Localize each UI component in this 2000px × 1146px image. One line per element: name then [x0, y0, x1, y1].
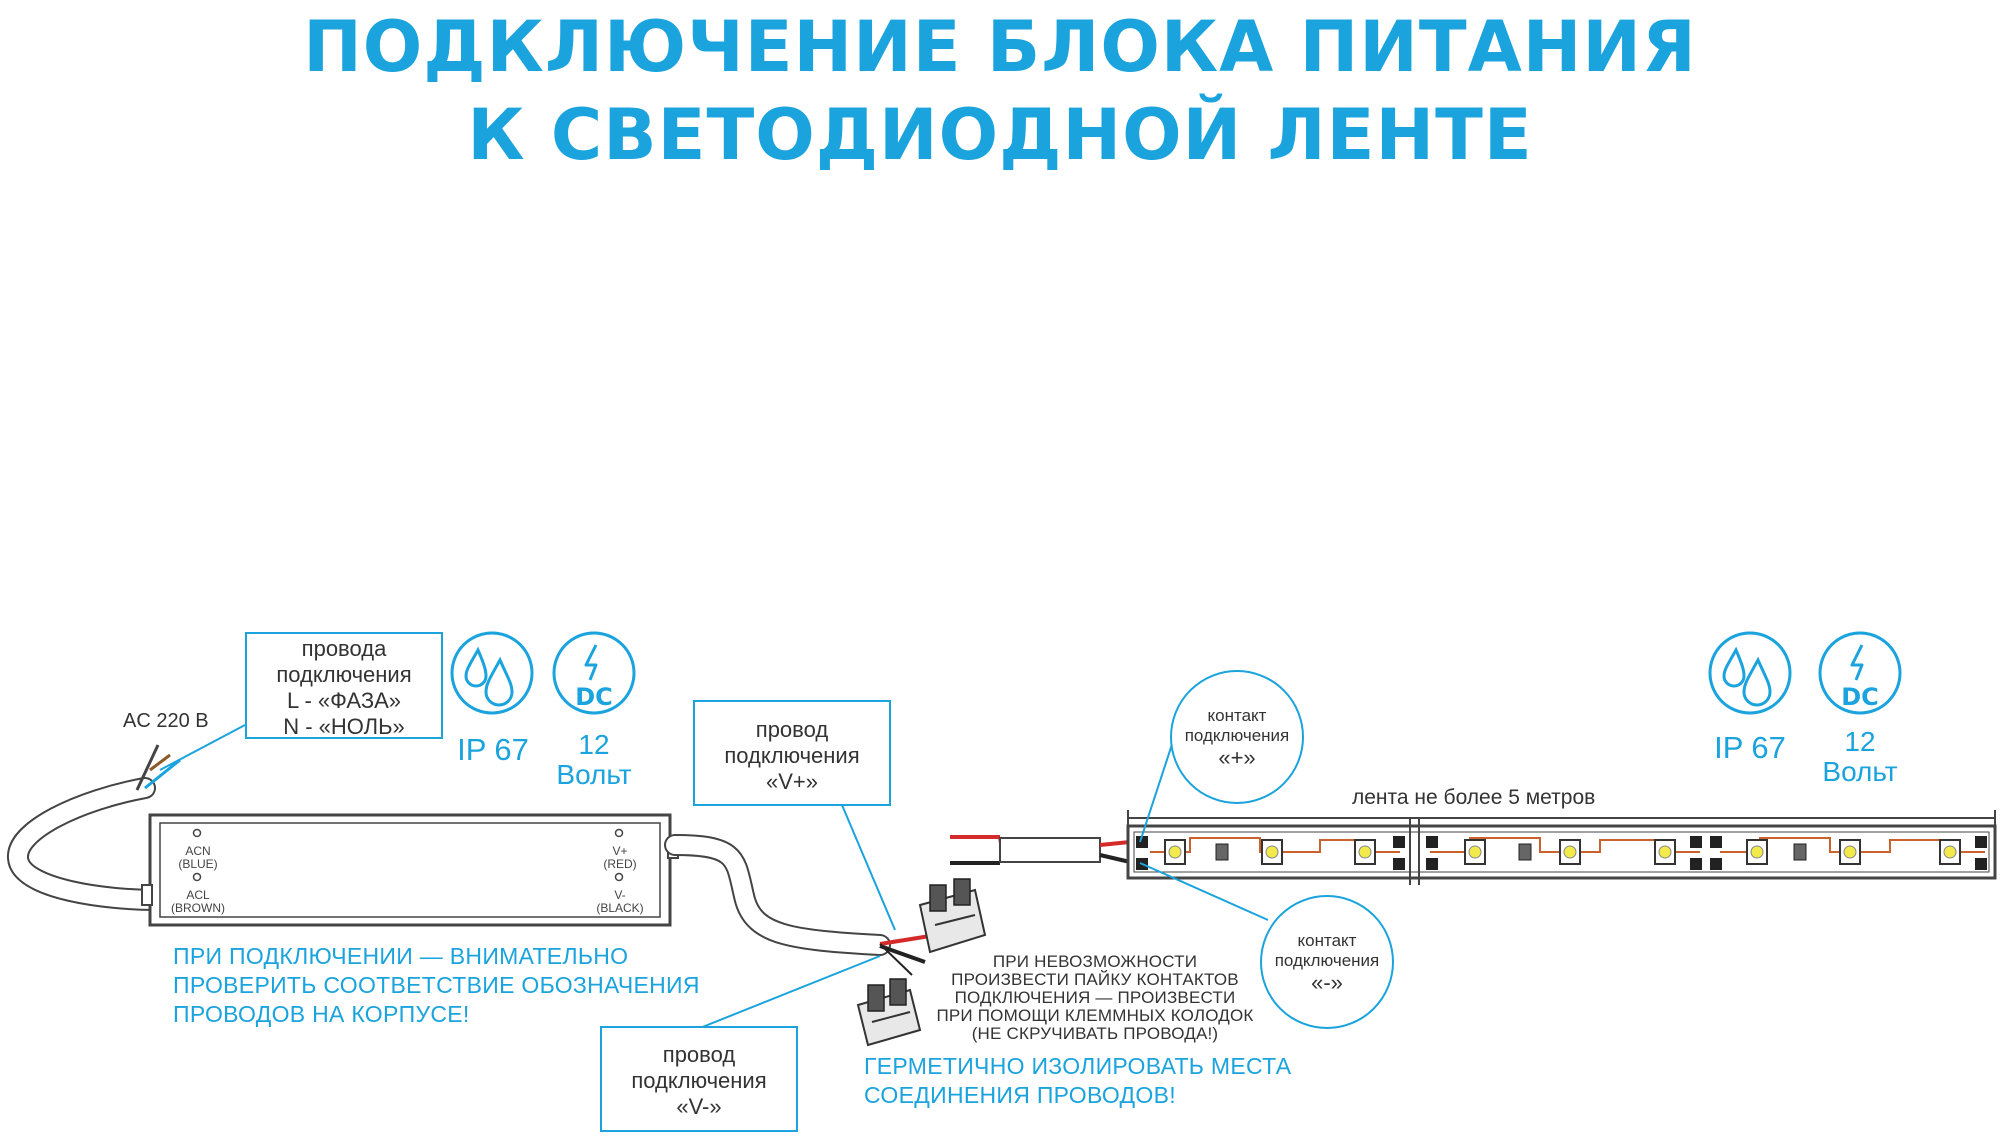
input-cable [7, 744, 181, 911]
svg-text:DC: DC [1841, 683, 1879, 711]
warning-line2: ПРОВЕРИТЬ СООТВЕТСТВИЕ ОБОЗНАЧЕНИЯ [173, 972, 700, 998]
smd-led-emitter [1168, 845, 1182, 859]
pin-vplus-label: V+ (RED) [592, 845, 648, 871]
strip-voltage-value: 12 [1844, 726, 1876, 757]
pin-acl: ACL [186, 888, 210, 902]
water-drops-icon [450, 631, 534, 715]
plus-contact-line3: «+» [1218, 745, 1256, 770]
vplus-callout: провод подключения «V+» [693, 700, 891, 806]
vminus-callout-line2: подключения [631, 1068, 767, 1093]
input-callout-line2: подключения [276, 662, 412, 687]
page-title-line1: ПОДКЛЮЧЕНИЕ БЛОКА ПИТАНИЯ [303, 6, 1697, 88]
pin-acn: ACN [185, 844, 211, 858]
vminus-callout: провод подключения «V-» [600, 1026, 798, 1132]
page-title-line2: К СВЕТОДИОДНОЙ ЛЕНТЕ [467, 94, 1533, 176]
input-wires-callout: провода подключения L - «ФАЗА» N - «НОЛЬ… [245, 632, 443, 739]
warning-line3: ПРОВОДОВ НА КОРПУСЕ! [173, 1001, 470, 1027]
svg-text:DC: DC [575, 683, 613, 711]
solder-note: ПРИ НЕВОЗМОЖНОСТИ ПРОИЗВЕСТИ ПАЙКУ КОНТА… [930, 953, 1260, 1043]
warning-line1: ПРИ ПОДКЛЮЧЕНИИ — ВНИМАТЕЛЬНО [173, 943, 629, 969]
minus-contact-pointer [1139, 862, 1269, 921]
plus-contact-line1: контакт [1207, 706, 1267, 725]
pin-acn-label: ACN (BLUE) [168, 845, 228, 871]
seal-line1: ГЕРМЕТИЧНО ИЗОЛИРОВАТЬ МЕСТА [864, 1053, 1292, 1079]
smd-led-emitter [1468, 845, 1482, 859]
solder-line1: ПРИ НЕВОЗМОЖНОСТИ [992, 952, 1198, 971]
strip-lead-wires [950, 835, 1131, 865]
smd-led-emitter [1658, 845, 1672, 859]
solder-line3: ПОДКЛЮЧЕНИЯ — ПРОИЗВЕСТИ [954, 988, 1236, 1007]
input-callout-pointer [159, 724, 246, 771]
solder-line4: ПРИ ПОМОЩИ КЛЕММНЫХ КОЛОДОК [936, 1006, 1254, 1025]
psu-voltage: 12 Вольт [548, 730, 640, 790]
pin-vminus-label: V- (BLACK) [588, 889, 652, 915]
seal-line2: СОЕДИНЕНИЯ ПРОВОДОВ! [864, 1082, 1176, 1108]
smd-led-emitter [1843, 845, 1857, 859]
polarity-warning-note: ПРИ ПОДКЛЮЧЕНИИ — ВНИМАТЕЛЬНО ПРОВЕРИТЬ … [173, 942, 700, 1029]
vminus-pointer [699, 955, 881, 1029]
pin-vplus-color: (RED) [603, 857, 637, 871]
solder-line5: (НЕ СКРУЧИВАТЬ ПРОВОДА!) [971, 1024, 1219, 1043]
pin-acl-label: ACL (BROWN) [166, 889, 230, 915]
smd-resistor-icon [1518, 843, 1532, 861]
minus-contact-line1: контакт [1297, 931, 1357, 950]
ac-voltage-label: AC 220 В [123, 710, 209, 732]
minus-contact-line3: «-» [1311, 970, 1343, 995]
smd-led-emitter [1358, 845, 1372, 859]
plus-contact-callout: контакт подключения «+» [1170, 670, 1304, 804]
psu-ip-rating: IP 67 [457, 732, 529, 767]
strip-length-label: лента не более 5 метров [1348, 786, 1600, 810]
water-drops-icon [1708, 631, 1792, 715]
dc-lightning-icon: DC [552, 631, 636, 715]
strip-ip-rating: IP 67 [1714, 730, 1786, 765]
vplus-callout-line1: провод [755, 717, 829, 742]
vminus-callout-line1: провод [662, 1042, 736, 1067]
pin-vminus-color: (BLACK) [596, 901, 644, 915]
pin-vminus: V- [614, 888, 626, 902]
solder-line2: ПРОИЗВЕСТИ ПАЙКУ КОНТАКТОВ [951, 970, 1239, 989]
pin-acn-color: (BLUE) [178, 857, 218, 871]
plus-contact-line2: подключения [1184, 726, 1290, 745]
input-callout-line3: L - «ФАЗА» [286, 688, 402, 713]
terminal-block-icon [918, 878, 987, 954]
vplus-pointer [841, 804, 896, 931]
minus-contact-callout: контакт подключения «-» [1260, 895, 1394, 1029]
psu-voltage-unit: Вольт [556, 759, 632, 790]
vminus-callout-line3: «V-» [676, 1094, 722, 1119]
terminal-block-icon [856, 978, 922, 1047]
input-callout-line4: N - «НОЛЬ» [283, 714, 405, 739]
input-callout-line1: провода [301, 636, 387, 661]
vplus-callout-line2: подключения [724, 743, 860, 768]
smd-led-group [1164, 839, 1961, 865]
seal-note: ГЕРМЕТИЧНО ИЗОЛИРОВАТЬ МЕСТА СОЕДИНЕНИЯ … [864, 1052, 1291, 1110]
smd-resistor-icon [1215, 843, 1229, 861]
smd-led-emitter [1265, 845, 1279, 859]
smd-led-emitter [1563, 845, 1577, 859]
pin-vplus: V+ [612, 844, 628, 858]
power-supply-body [141, 813, 679, 927]
smd-led-emitter [1943, 845, 1957, 859]
minus-contact-line2: подключения [1274, 951, 1380, 970]
vplus-callout-line3: «V+» [766, 769, 818, 794]
dc-lightning-icon: DC [1818, 631, 1902, 715]
output-cable [664, 834, 931, 976]
pin-acl-color: (BROWN) [171, 901, 225, 915]
strip-voltage: 12 Вольт [1814, 727, 1906, 787]
smd-led-emitter [1750, 845, 1764, 859]
strip-voltage-unit: Вольт [1822, 756, 1898, 787]
smd-resistor-icon [1793, 843, 1807, 861]
psu-voltage-value: 12 [578, 729, 610, 760]
